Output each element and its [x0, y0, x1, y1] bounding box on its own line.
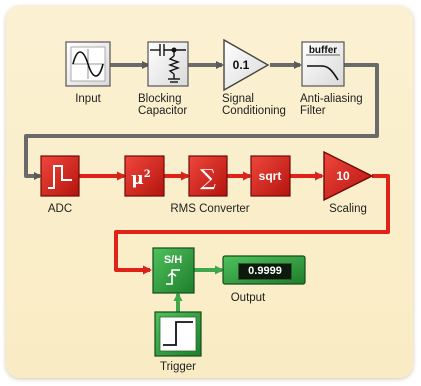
- wire-filter-to-adc: [24, 63, 379, 180]
- input-block: [65, 41, 111, 87]
- input-label: Input: [75, 93, 101, 105]
- scaling-symbol: 10: [336, 169, 350, 183]
- rms-converter-label: RMS Converter: [170, 203, 250, 215]
- adc-label: ADC: [47, 203, 73, 215]
- anti-aliasing-filter-label: Anti-aliasing Filter: [300, 93, 363, 117]
- adc-block: [40, 155, 80, 197]
- mu-squared-symbol: μ2: [131, 169, 150, 189]
- sum-block: ∑: [188, 155, 228, 197]
- blocking-capacitor-block: [147, 41, 189, 87]
- output-label: Output: [230, 292, 266, 304]
- square-block: μ2: [124, 155, 165, 197]
- sine-wave-icon: [72, 49, 104, 79]
- capacitor-icon: [150, 44, 186, 83]
- trigger-block: [154, 311, 202, 357]
- step-pulse-icon: [48, 165, 72, 189]
- signal-conditioning-block: 0.1: [223, 38, 270, 92]
- output-readout: 0.9999: [238, 263, 292, 280]
- signal-conditioning-label: Signal Conditioning: [222, 93, 286, 117]
- gain-symbol: 0.1: [233, 58, 250, 72]
- scaling-block: 10: [323, 150, 374, 202]
- step-signal-icon: [163, 321, 193, 346]
- edge-trigger-icon: [166, 269, 180, 285]
- sample-hold-symbol: S/H: [164, 254, 182, 266]
- trigger-label: Trigger: [160, 361, 196, 373]
- sqrt-block: sqrt: [250, 155, 291, 197]
- lowpass-curve-icon: [307, 65, 339, 81]
- wires: [24, 61, 390, 312]
- sigma-symbol: ∑: [200, 166, 216, 191]
- anti-aliasing-filter-block: buffer: [301, 41, 345, 87]
- wire-scaling-to-sample-hold: [114, 174, 390, 275]
- scaling-label: Scaling: [329, 203, 367, 215]
- buffer-symbol: buffer: [309, 45, 337, 56]
- sample-hold-block: S/H: [152, 247, 195, 294]
- blocking-capacitor-label: Blocking Capacitor: [138, 93, 188, 117]
- sqrt-symbol: sqrt: [259, 169, 282, 183]
